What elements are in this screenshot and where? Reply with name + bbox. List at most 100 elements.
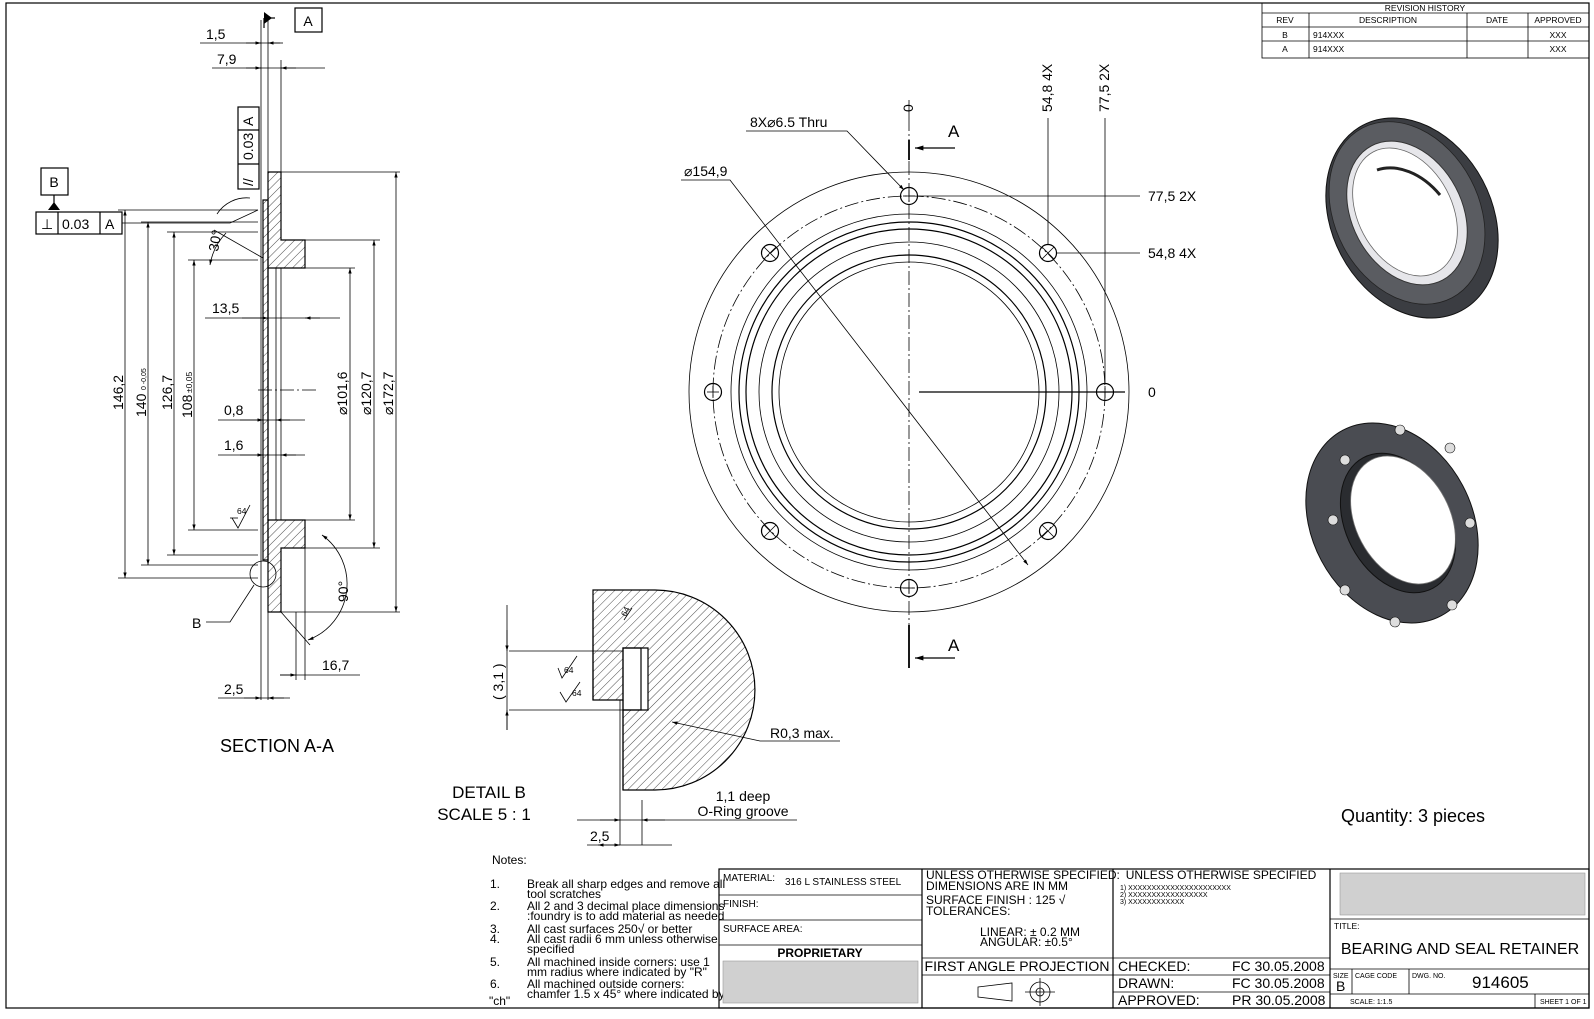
drawing-title: BEARING AND SEAL RETAINER [1341, 941, 1579, 958]
angle-90: 90° [335, 581, 351, 602]
detail-view: ( 3,1 ) 64 64 64 R0,3 max. 1,1 deep O-Ri… [437, 589, 840, 847]
bolt-hole [1038, 521, 1058, 541]
note-number: 1. [490, 877, 500, 891]
datum-a-label: A [303, 13, 313, 29]
front-view: A A 8X⌀6.5 Thru ⌀154,9 0 54,8 4X 77,5 2X… [681, 63, 1197, 668]
note-number: 3. [490, 922, 500, 936]
detail-scale: SCALE 5 : 1 [437, 805, 531, 824]
detail-finish-64: 64 [619, 605, 632, 618]
revision-row-approved: XXX [1549, 44, 1566, 54]
revision-row-approved: XXX [1549, 30, 1566, 40]
title-label: TITLE: [1334, 921, 1360, 931]
redacted-box [722, 960, 919, 1004]
approved-label: APPROVED: [1118, 992, 1200, 1008]
dim-1-6: 1,6 [224, 437, 244, 453]
note-line: mm radius where indicated by "R" [527, 965, 707, 979]
note-line: chamfer 1.5 x 45° where indicated by [527, 987, 725, 1001]
notes-title: Notes: [492, 853, 527, 867]
cage-code-label: CAGE CODE [1355, 973, 1397, 980]
section-arrow-label-bottom: A [948, 636, 960, 655]
revision-header-approved: APPROVED [1534, 15, 1581, 25]
isometric-view-top [1325, 117, 1499, 319]
title-block: MATERIAL: 316 L STAINLESS STEEL FINISH: … [718, 868, 1590, 1009]
spec-line: 1) XXXXXXXXXXXXXXXXXXXXXX [1120, 885, 1231, 892]
surface-finish-64: 64 [237, 506, 247, 516]
quantity-label: Quantity: 3 pieces [1341, 806, 1485, 826]
ordinate-right-54-8: 54,8 4X [1148, 245, 1197, 261]
isometric-view-bottom [1305, 422, 1479, 628]
perpendicularity-symbol: ⊥ [41, 216, 53, 232]
tolerance-linear: LINEAR: ± 0.2 MM [980, 925, 1080, 939]
size-label: SIZE [1333, 973, 1349, 980]
holes-callout: 8X⌀6.5 Thru [750, 114, 827, 130]
detail-groove-name: O-Ring groove [697, 803, 788, 819]
note-line: All machined inside corners: use 1 [527, 955, 710, 969]
ordinate-right-0: 0 [1148, 384, 1156, 400]
drawn-label: DRAWN: [1118, 975, 1174, 991]
revision-row-rev: B [1282, 30, 1288, 40]
note-line: specified [527, 942, 574, 956]
spec-line: 3) XXXXXXXXXXXX [1120, 899, 1185, 906]
revision-header-rev: REV [1276, 15, 1294, 25]
scale-label: SCALE: 1:1.5 [1350, 999, 1393, 1006]
detail-r0-3: R0,3 max. [770, 725, 834, 741]
note-line: tool scratches [527, 887, 601, 901]
revision-row-rev: A [1282, 44, 1288, 54]
revision-row-description: 914XXX [1313, 44, 1345, 54]
projection-label: FIRST ANGLE PROJECTION [925, 958, 1110, 974]
section-view: 146,2 140 0 -0,05 126,7 108 ±0,05 ⌀101,6… [35, 7, 400, 756]
note-number: 4. [490, 932, 500, 946]
parallelism-symbol: // [240, 178, 256, 186]
revision-header-description: DESCRIPTION [1359, 15, 1417, 25]
size-value: B [1336, 978, 1345, 994]
parallelism-value: 0.03 [240, 133, 256, 160]
angle-30: 30° [205, 229, 224, 253]
dim-dia-154-9: ⌀154,9 [684, 163, 728, 179]
tolerances-label: TOLERANCES: [926, 904, 1010, 918]
dwg-no-value: 914605 [1472, 973, 1529, 992]
dwg-no-label: DWG. NO. [1412, 973, 1445, 980]
bolt-hole [703, 382, 723, 402]
detail-groove-depth: 1,1 deep [716, 788, 771, 804]
perpendicularity-frame: ⊥ 0.03 A [35, 211, 123, 235]
dim-dia-120-7: ⌀120,7 [358, 371, 374, 415]
detail-b-section [592, 589, 756, 791]
note-line: :foundry is to add material as needed [527, 909, 724, 923]
dim-140: 140 [133, 393, 149, 417]
revision-row-description: 914XXX [1313, 30, 1345, 40]
dim-108: 108 [179, 394, 195, 418]
checked-value: FC 30.05.2008 [1232, 958, 1325, 974]
note-number: 6. [490, 977, 500, 991]
note-number: 5. [490, 955, 500, 969]
dim-2-5: 2,5 [224, 681, 244, 697]
bolt-hole [760, 521, 780, 541]
dim-16-7: 16,7 [322, 657, 349, 673]
dim-146-2: 146,2 [110, 375, 126, 410]
detail-b-leader: B [192, 615, 201, 631]
spec-line: 2) XXXXXXXXXXXXXXXXX [1120, 892, 1208, 899]
surface-finish: SURFACE FINISH : 125 √ [926, 893, 1066, 907]
parallelism-datum: A [240, 116, 256, 126]
ordinate-top-0: 0 [900, 104, 916, 112]
ordinate-top-54-8: 54,8 4X [1039, 63, 1055, 112]
dimensions-in-mm: DIMENSIONS ARE IN MM [926, 879, 1068, 893]
approved-value: PR 30.05.2008 [1232, 992, 1326, 1008]
parallelism-frame: // 0.03 A [237, 106, 260, 190]
dim-dia-101-6: ⌀101,6 [334, 371, 350, 415]
note-tail: "ch" [489, 994, 510, 1008]
revision-history-table: REVISION HISTORY REV DESCRIPTION DATE AP… [1261, 2, 1590, 59]
revision-history-title: REVISION HISTORY [1385, 3, 1466, 13]
perpendicularity-datum: A [105, 216, 115, 232]
section-web [262, 199, 269, 561]
dim-1-5: 1,5 [206, 26, 226, 42]
dim-7-9: 7,9 [217, 51, 237, 67]
sheet-label: SHEET 1 OF 1 [1540, 999, 1587, 1006]
unless-specified-2: UNLESS OTHERWISE SPECIFIED [1126, 868, 1317, 882]
section-upper-flange [267, 171, 306, 269]
bolt-hole [899, 578, 919, 598]
dim-0-8: 0,8 [224, 402, 244, 418]
detail-dim-2-5: 2,5 [590, 828, 610, 844]
note-line: Break all sharp edges and remove all [527, 877, 725, 891]
